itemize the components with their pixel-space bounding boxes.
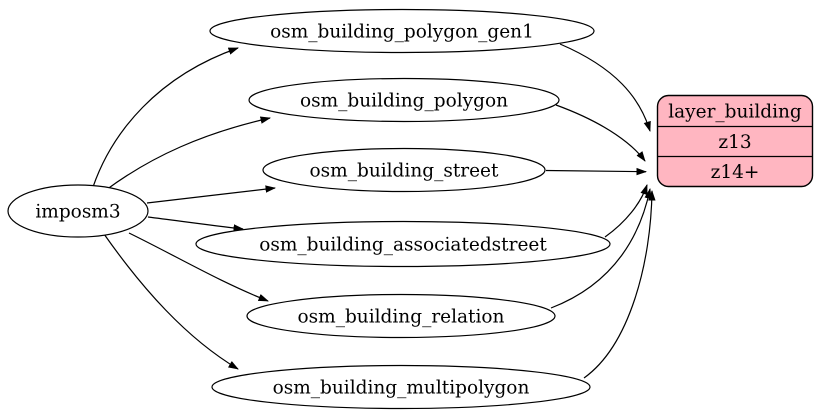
node-layer-building-shape <box>656 94 814 188</box>
node-imposm3-label: imposm3 <box>35 202 120 223</box>
node-osm-building-polygon-gen1-shape <box>209 8 595 54</box>
edge-osm-building-relation-to-layer-z14 <box>550 188 652 309</box>
edge-osm-building-multipolygon-to-layer-z14 <box>583 190 656 379</box>
node-osm-building-polygon-gen1: osm_building_polygon_gen1 <box>209 8 595 54</box>
node-layer-building-title: layer_building <box>668 102 802 123</box>
node-osm-building-multipolygon-label: osm_building_multipolygon <box>273 378 530 399</box>
node-osm-building-street: osm_building_street <box>262 147 546 193</box>
node-osm-building-street-shape <box>262 147 546 193</box>
layer-building-row-z14plus: z14+ <box>711 162 760 183</box>
node-imposm3-shape <box>7 184 149 238</box>
edge-imposm3-to-osm-building-relation <box>128 232 269 302</box>
node-osm-building-associatedstreet-label: osm_building_associatedstreet <box>259 235 547 256</box>
node-osm-building-associatedstreet-shape <box>195 220 611 268</box>
node-osm-building-street-label: osm_building_street <box>310 161 499 182</box>
node-osm-building-relation: osm_building_relation <box>246 293 556 339</box>
edge-osm-building-street-to-layer-z14 <box>545 167 647 176</box>
node-osm-building-relation-label: osm_building_relation <box>298 307 505 328</box>
node-layer-building: layer_building z13 z14+ <box>656 94 814 188</box>
edge-imposm3-to-osm-building-polygon <box>105 116 271 191</box>
node-osm-building-relation-shape <box>246 293 556 339</box>
edge-osm-building-associatedstreet-to-layer-z14 <box>604 184 648 238</box>
node-imposm3: imposm3 <box>7 184 149 238</box>
node-osm-building-associatedstreet: osm_building_associatedstreet <box>195 220 611 268</box>
edge-osm-building-polygon-gen1-to-layer-z13 <box>559 43 651 132</box>
edge-imposm3-to-osm-building-street <box>146 185 276 204</box>
node-osm-building-multipolygon: osm_building_multipolygon <box>211 364 591 410</box>
edge-imposm3-to-osm-building-polygon-gen1 <box>92 47 239 188</box>
edge-osm-building-polygon-to-layer-z14 <box>555 104 646 162</box>
node-osm-building-polygon-shape <box>248 77 560 123</box>
node-osm-building-polygon-label: osm_building_polygon <box>300 91 508 112</box>
edge-imposm3-to-osm-building-multipolygon <box>103 233 239 370</box>
layer-building-row-z13: z13 <box>718 132 751 153</box>
edge-imposm3-to-osm-building-associatedstreet <box>147 216 244 232</box>
node-osm-building-polygon: osm_building_polygon <box>248 77 560 123</box>
node-osm-building-multipolygon-shape <box>211 364 591 410</box>
node-osm-building-polygon-gen1-label: osm_building_polygon_gen1 <box>270 22 534 43</box>
